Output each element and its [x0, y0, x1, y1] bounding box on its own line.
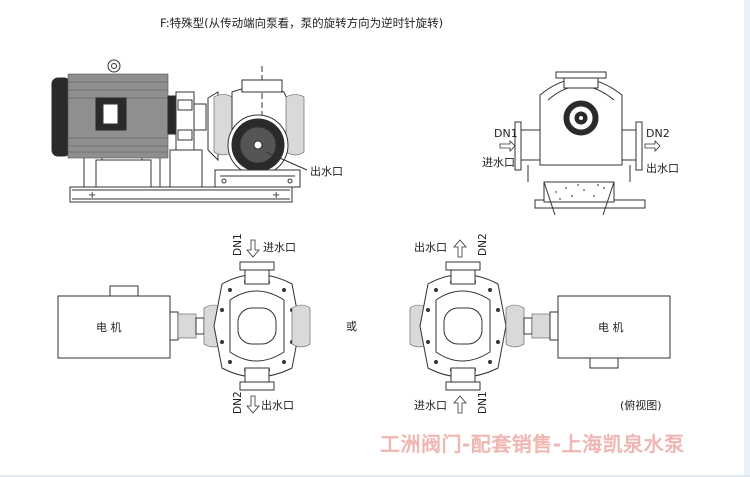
svg-text:+: +: [272, 190, 280, 201]
flange-dn2: [635, 121, 643, 171]
or-label: 或: [346, 320, 357, 333]
end-inlet-label: 进水口: [482, 156, 515, 169]
top-view-right: 电 机 出水口 DN2 进水口 DN1 (俯视图): [409, 233, 671, 414]
watermark-text: 工洲阀门-配套销售-上海凯泉水泵: [380, 432, 685, 456]
end-view: DN1 DN2 进水口 出水口: [482, 71, 679, 216]
top-view-caption: (俯视图): [620, 398, 662, 412]
down-arrow-icon: [246, 239, 260, 258]
left-motor-label: 电 机: [96, 320, 122, 334]
motor-top-right: [557, 295, 671, 359]
end-dn2-label: DN2: [646, 127, 670, 140]
side-view: + +: [51, 59, 343, 203]
side-outlet-label: 出水口: [310, 164, 343, 178]
motor-side: [51, 59, 177, 159]
end-dn1-label: DN1: [494, 127, 518, 140]
end-outlet-label: 出水口: [646, 161, 679, 175]
up-arrow-icon-2: [453, 395, 467, 414]
pump-top-right: [409, 261, 507, 391]
pump-side: [207, 66, 305, 188]
top-view-left: 电 机 DN1: [57, 233, 311, 414]
left-outlet-label: 出水口: [261, 398, 294, 412]
up-arrow-icon: [453, 239, 467, 258]
coupling-side: [169, 91, 207, 188]
base-frame: [69, 186, 293, 203]
lifting-eye-icon: [107, 59, 121, 73]
down-arrow-icon-2: [246, 395, 260, 414]
figure-title: F:特殊型(从传动端向泵看，泵的旋转方向为逆时针旋转): [160, 16, 443, 30]
right-motor-label: 电 机: [598, 320, 624, 334]
pump-top-left: [213, 261, 311, 391]
left-inlet-label: 进水口: [263, 241, 296, 254]
svg-text:+: +: [88, 190, 96, 201]
right-outlet-label: 出水口: [414, 240, 447, 254]
outlet-arrow-icon: [644, 140, 661, 152]
left-dn1-label: DN1: [232, 233, 244, 256]
motor-top-left: [57, 295, 171, 359]
right-dn2-label: DN2: [477, 233, 489, 256]
inlet-arrow-icon: [499, 140, 516, 152]
outlet-leader-line: [265, 151, 308, 171]
right-dn1-label: DN1: [477, 391, 489, 414]
right-inlet-label: 进水口: [414, 399, 447, 412]
left-dn2-label: DN2: [232, 391, 244, 414]
